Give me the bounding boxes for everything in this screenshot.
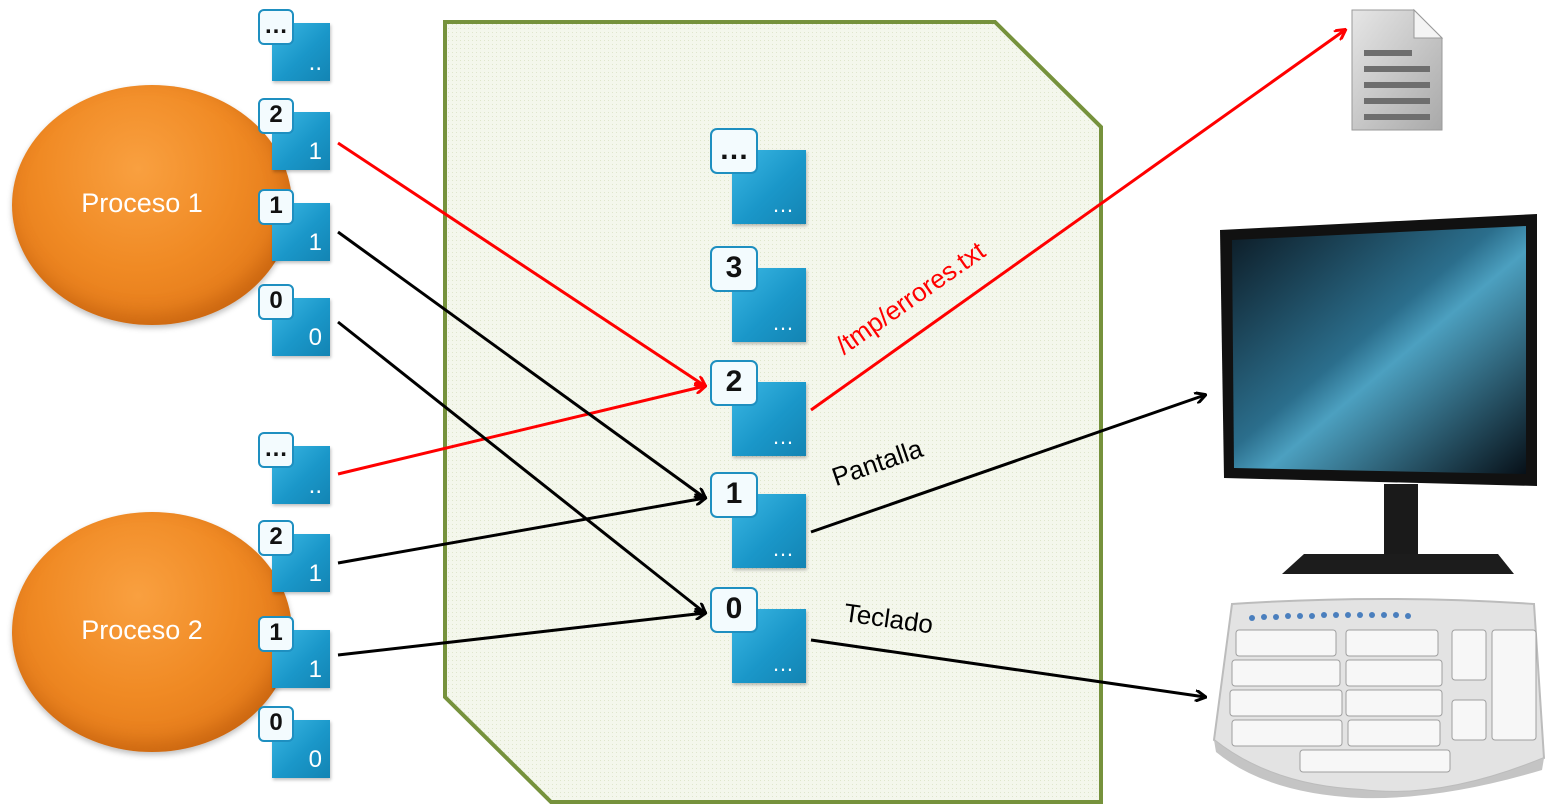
process-2: Proceso 2 (12, 512, 292, 752)
table-entry-1: … 1 (710, 472, 806, 568)
process-1: Proceso 1 (12, 85, 292, 325)
arrow-p1-fd0-to-entry0 (337, 320, 705, 613)
proc1-fd-more: .. … (258, 9, 330, 81)
proc1-fd-1: 1 1 (258, 189, 330, 261)
proc2-fd-1: 1 1 (258, 616, 330, 688)
proc2-fd-more: .. … (258, 432, 330, 504)
process-1-label: Proceso 1 (81, 188, 203, 218)
arrow-p2-more-to-entry2 (337, 386, 705, 476)
proc1-fd-0: 0 0 (258, 284, 330, 356)
arrow-p1-fd1-to-entry1 (337, 230, 705, 498)
arrow-entry1-to-screen (810, 395, 1205, 534)
proc2-fd-2: 1 2 (258, 520, 330, 592)
table-entry-2: … 2 (710, 360, 806, 456)
arrow-p2-fd2-to-entry1 (337, 498, 705, 565)
process-2-label: Proceso 2 (81, 615, 203, 645)
document-icon (1351, 8, 1444, 131)
arrow-p2-fd1-to-entry0 (337, 613, 705, 657)
arrow-p1-fd2-to-entry2 (337, 141, 705, 386)
table-entry-0: … 0 (710, 587, 806, 683)
proc2-fd-0: 0 0 (258, 706, 330, 778)
monitor-icon (1220, 214, 1537, 574)
table-entry-3: … 3 (710, 246, 806, 342)
keyboard-icon (1212, 598, 1546, 799)
arrow-entry2-to-file (810, 30, 1345, 412)
proc1-fd-2: 1 2 (258, 98, 330, 170)
arrow-entry0-to-keyboard (810, 638, 1205, 697)
table-entry-more: … … (710, 128, 806, 224)
